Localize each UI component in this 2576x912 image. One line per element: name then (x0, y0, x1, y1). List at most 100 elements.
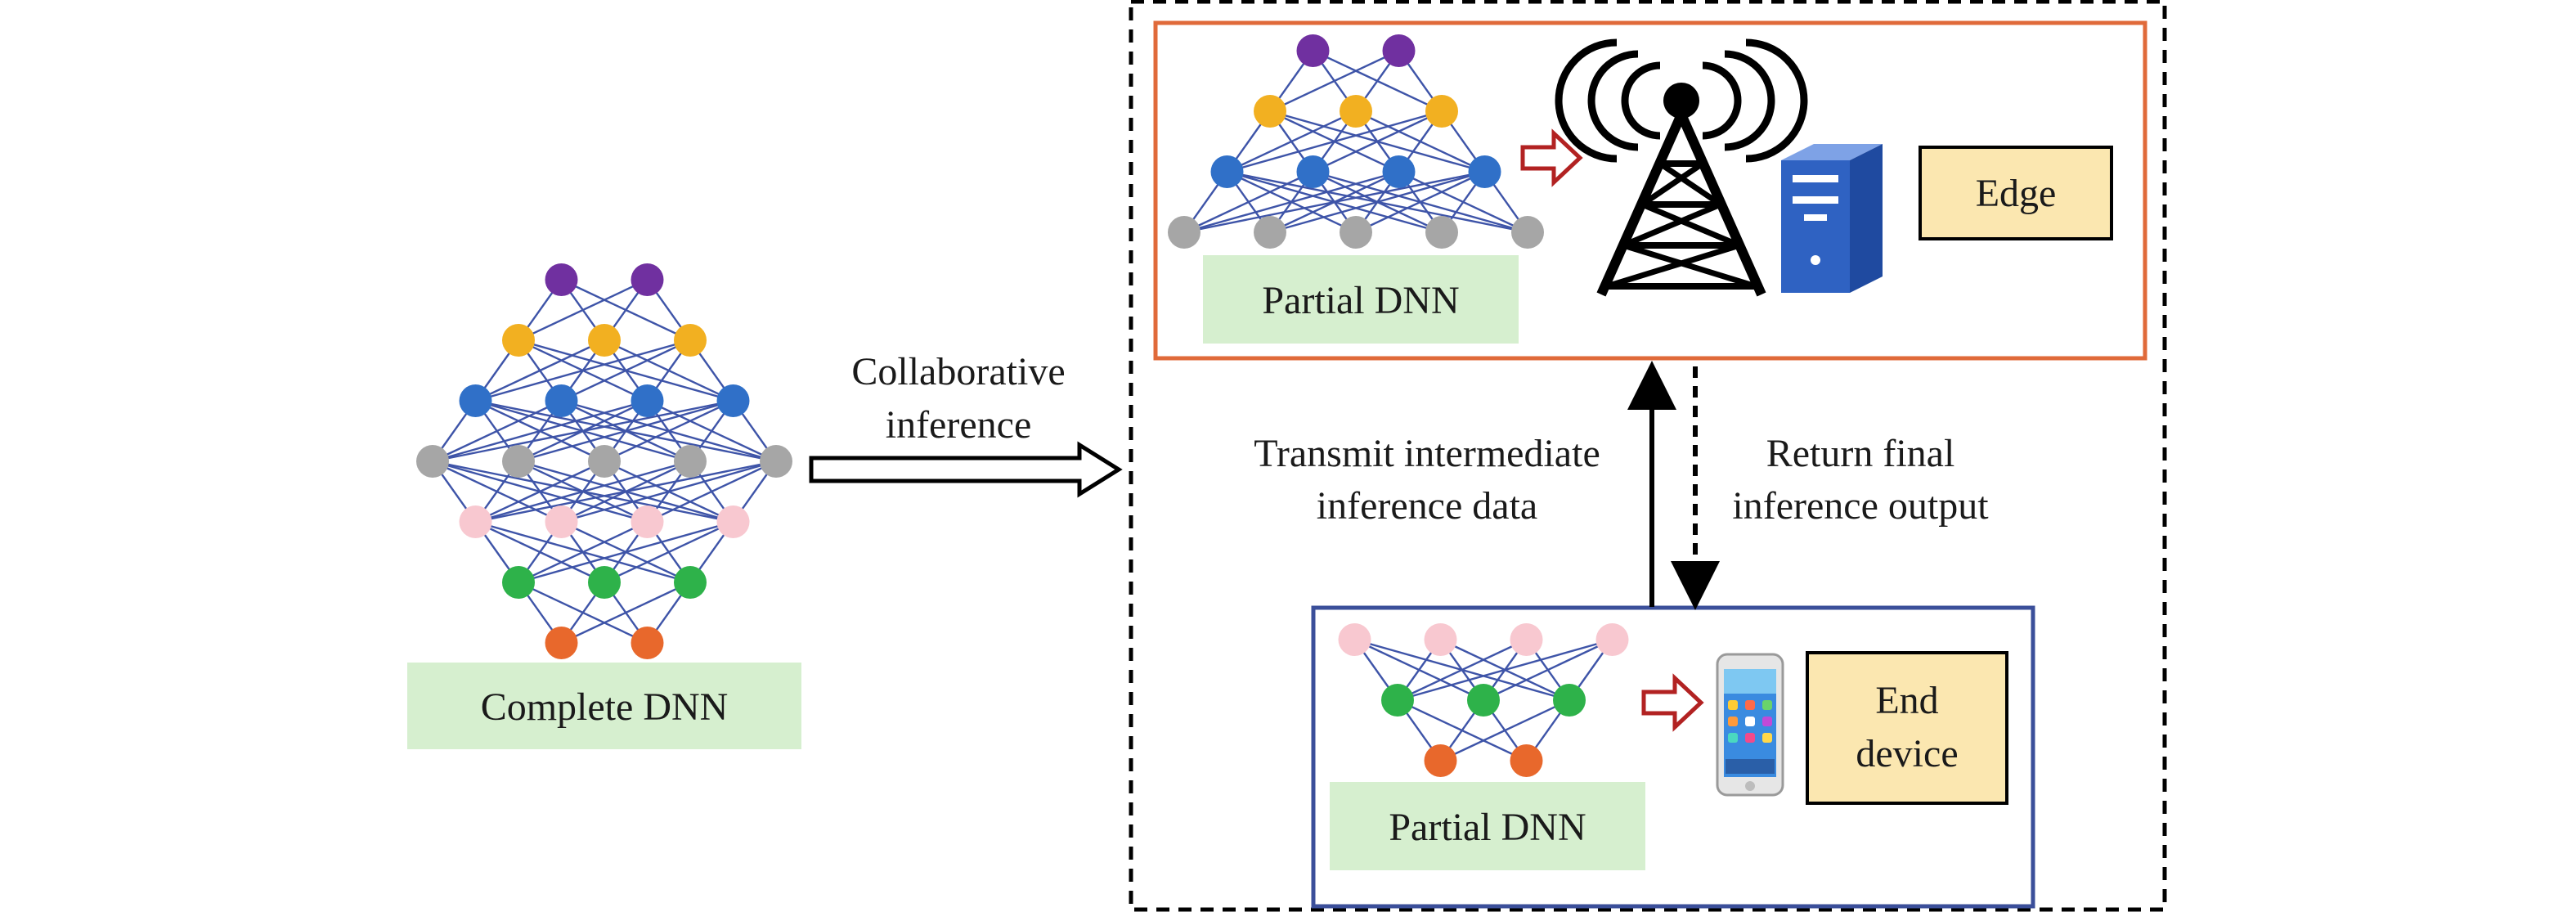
network-node (1340, 95, 1372, 128)
network-node (1595, 623, 1629, 656)
device-partial-dnn-network (1338, 623, 1629, 777)
device-red-arrow (1641, 673, 1704, 732)
network-edge (475, 460, 691, 523)
network-edge (475, 339, 691, 402)
network-edge (1226, 110, 1357, 173)
network-node (1382, 34, 1416, 67)
network-edge (1183, 170, 1314, 234)
network-node (631, 627, 664, 659)
network-node (1510, 623, 1543, 656)
network-node (588, 445, 621, 478)
network-node (1424, 623, 1457, 656)
network-node (1382, 155, 1416, 188)
network-node (1553, 684, 1586, 717)
collaborative-label-line2: inference (886, 403, 1032, 447)
complete-dnn-label: Complete DNN (481, 685, 729, 729)
network-edge (604, 399, 734, 463)
network-node (545, 505, 578, 538)
transmit-label-line2: inference data (1317, 484, 1537, 528)
network-node (631, 263, 664, 296)
network-edge (518, 278, 648, 342)
complete-dnn-label-bg (407, 663, 801, 749)
network-edge (475, 460, 777, 523)
collaborative-hollow-arrow (809, 441, 1123, 498)
network-node (588, 566, 621, 599)
outer-dashed-container (1129, 0, 2167, 912)
device-partial-dnn-label: Partial DNN (1389, 806, 1586, 849)
network-edge (646, 460, 777, 523)
network-node (674, 324, 707, 357)
cell-tower-icon (1555, 38, 1808, 297)
collaborative-label-line1: Collaborative (851, 350, 1065, 393)
network-node (1254, 95, 1286, 128)
network-node (1168, 216, 1200, 249)
network-node (716, 384, 750, 417)
network-node (1340, 216, 1372, 249)
network-edge (604, 520, 734, 584)
network-node (760, 445, 792, 478)
network-edge (432, 399, 734, 463)
server-icon (1781, 144, 1883, 293)
network-edge (1183, 170, 1485, 234)
network-edge (561, 460, 777, 523)
network-node (459, 505, 492, 538)
network-node (1254, 216, 1286, 249)
network-edge (1269, 170, 1485, 234)
network-edge (518, 520, 734, 584)
network-edge (1397, 638, 1613, 702)
network-edge (474, 460, 605, 523)
device-partial-dnn-label-bg (1330, 782, 1645, 870)
edge-red-arrow (1520, 128, 1583, 187)
network-node (1468, 155, 1501, 188)
network-node (1210, 155, 1244, 188)
network-node (1424, 744, 1457, 777)
edge-partial-dnn-label: Partial DNN (1262, 279, 1459, 322)
network-edge (432, 399, 648, 463)
network-edge (1439, 699, 1570, 762)
network-node (674, 445, 707, 478)
smartphone-icon (1716, 653, 1784, 797)
network-node (502, 445, 535, 478)
network-node (1425, 216, 1458, 249)
network-node (1338, 623, 1371, 656)
network-edge (560, 339, 691, 402)
network-node (631, 505, 664, 538)
network-node (502, 566, 535, 599)
network-edge (1483, 638, 1613, 702)
network-node (674, 566, 707, 599)
network-node (1296, 155, 1330, 188)
network-node (1381, 684, 1414, 717)
network-edge (560, 581, 691, 645)
network-edge (432, 399, 563, 463)
network-node (1425, 95, 1458, 128)
network-edge (518, 399, 734, 463)
network-node (588, 324, 621, 357)
end-device-label-box (1806, 651, 2008, 805)
network-edge (1183, 170, 1399, 234)
network-edge (1312, 110, 1443, 173)
network-edge (1397, 638, 1528, 702)
edge-label: Edge (1976, 172, 2057, 215)
edge-partial-dnn-network (1168, 34, 1544, 249)
network-node (545, 627, 578, 659)
network-edge (1355, 170, 1486, 234)
network-node (631, 384, 664, 417)
network-edge (518, 520, 648, 584)
complete-dnn-network (416, 263, 792, 659)
network-node (1511, 216, 1544, 249)
edge-partial-dnn-label-bg (1203, 255, 1519, 344)
network-edge (1227, 110, 1443, 173)
return-label-line1: Return final (1766, 432, 1955, 475)
network-edge (474, 339, 605, 402)
network-node (545, 263, 578, 296)
network-node (502, 324, 535, 357)
edge-label-box (1919, 146, 2113, 240)
network-node (1510, 744, 1543, 777)
end-device-label-line1: End (1875, 679, 1938, 722)
return-label-line2: inference output (1732, 484, 1989, 528)
network-node (1467, 684, 1500, 717)
network-node (545, 384, 578, 417)
network-edge (1269, 49, 1400, 113)
transmit-label-line1: Transmit intermediate (1254, 432, 1600, 475)
